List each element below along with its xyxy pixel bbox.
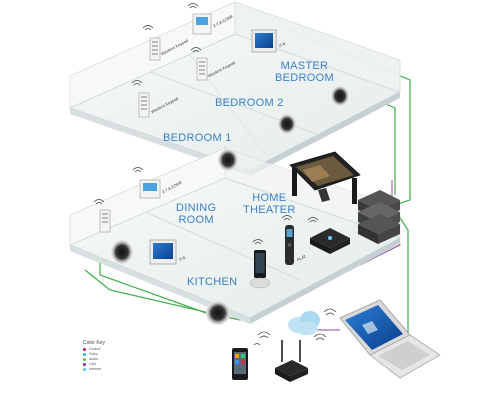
controller-mc3	[310, 228, 350, 254]
wireless-keypad-2	[196, 57, 208, 81]
color-key-swatch	[83, 358, 86, 361]
touchpanel-kitchen	[149, 239, 177, 265]
thermostat-lower	[139, 179, 161, 199]
speaker-bedroom-2	[278, 114, 296, 134]
room-label-dining-room: DINING ROOM	[176, 202, 217, 226]
home-theater-tv	[289, 151, 361, 204]
remote-pl42	[285, 225, 294, 265]
color-key-title: Color Key	[83, 340, 105, 346]
lower-floor	[68, 177, 402, 324]
equipment-rack	[358, 190, 400, 244]
speaker-kitchen	[206, 301, 230, 325]
thermostat-upper	[192, 13, 212, 35]
color-key-label: Control	[89, 347, 101, 351]
color-key-swatch	[83, 363, 86, 366]
room-label-master-bedroom: MASTER BEDROOM	[275, 60, 334, 84]
room-label-bedroom-2: BEDROOM 2	[215, 97, 284, 109]
internet-cloud-icon	[288, 311, 320, 335]
room-label-home-theater: HOME THEATER	[243, 192, 296, 216]
wireless-keypad-lower	[99, 209, 111, 233]
wireless-keypad-3	[138, 92, 150, 118]
color-key-row: Audio	[83, 357, 143, 362]
color-key-label: Audio	[89, 357, 98, 361]
color-key-row: Control	[83, 347, 143, 352]
touchpanel-upper	[251, 29, 277, 53]
color-key-label: LAN	[89, 362, 96, 366]
wifi-router	[275, 340, 308, 382]
color-key-swatch	[83, 368, 86, 371]
phone-dock	[249, 250, 271, 289]
smartphone	[232, 348, 248, 380]
color-key-legend: Color Key Control Video Audio LAN Intern…	[83, 340, 143, 372]
color-key-row: Video	[83, 352, 143, 357]
speaker-dining-room	[111, 240, 133, 264]
room-label-bedroom-1: BEDROOM 1	[163, 132, 232, 144]
laptop	[339, 299, 441, 379]
wifi-signal-icons	[93, 3, 337, 346]
color-key-swatch	[83, 348, 86, 351]
wireless-keypad-1	[149, 37, 161, 61]
color-key-row: LAN	[83, 362, 143, 367]
color-key-row: Internet	[83, 367, 143, 372]
color-key-label: Internet	[89, 367, 101, 371]
room-label-kitchen: KITCHEN	[187, 276, 238, 288]
speaker-bedroom-1	[218, 149, 238, 171]
speaker-master-bedroom	[331, 86, 349, 106]
color-key-swatch	[83, 353, 86, 356]
color-key-label: Video	[89, 352, 98, 356]
